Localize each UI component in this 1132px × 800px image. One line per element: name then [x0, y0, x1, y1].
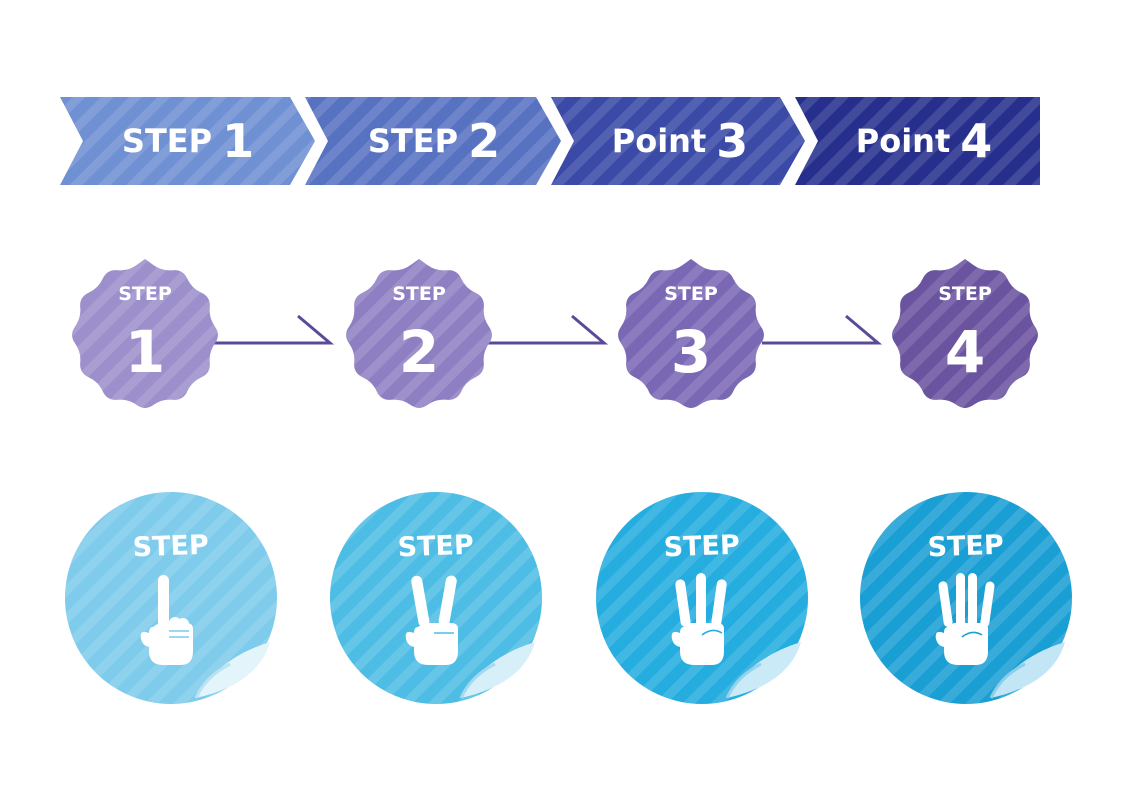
badge-step-3: STEP 3 [618, 259, 764, 408]
hand-three-fingers-icon [671, 573, 727, 665]
connector-arrow-1 [214, 314, 335, 345]
hand-two-fingers-icon [405, 575, 458, 665]
sticker-step-3-label: STEP [663, 530, 740, 564]
badge-step-4-number: 4 [945, 318, 985, 386]
badge-step-1: STEP 1 [72, 259, 218, 408]
sticker-step-row: STEP STEP [65, 492, 1072, 704]
sticker-step-1-label: STEP [132, 530, 209, 564]
sticker-step-3-peel-icon [727, 642, 801, 698]
sticker-step-4: STEP [860, 492, 1072, 704]
connector-arrow-3 [762, 314, 883, 345]
sticker-step-4-label: STEP [927, 530, 1004, 564]
hand-one-finger-icon [140, 575, 193, 665]
sticker-step-2-label: STEP [397, 530, 474, 564]
badge-step-1-number: 1 [125, 318, 165, 386]
badge-step-3-number: 3 [671, 318, 711, 386]
sticker-step-4-peel-icon [991, 642, 1065, 698]
badge-step-3-label: STEP [664, 283, 718, 305]
sticker-step-1: STEP [65, 492, 277, 704]
badge-step-1-label: STEP [118, 283, 172, 305]
connector-arrow-2 [488, 314, 609, 345]
badge-step-2-number: 2 [399, 318, 439, 386]
sticker-step-1-peel-icon [196, 642, 270, 698]
badge-step-4: STEP 4 [892, 259, 1038, 408]
sticker-step-3: STEP [596, 492, 808, 704]
sticker-step-2: STEP [330, 492, 542, 704]
badge-step-2-label: STEP [392, 283, 446, 305]
badge-step-2: STEP 2 [346, 259, 492, 408]
badge-connectors [214, 314, 883, 345]
hand-four-fingers-icon [935, 573, 995, 665]
badge-step-4-label: STEP [938, 283, 992, 305]
sticker-step-2-peel-icon [461, 642, 535, 698]
badge-step-row: STEP 1 STEP 2 STEP 3 STEP 4 [72, 259, 1038, 408]
